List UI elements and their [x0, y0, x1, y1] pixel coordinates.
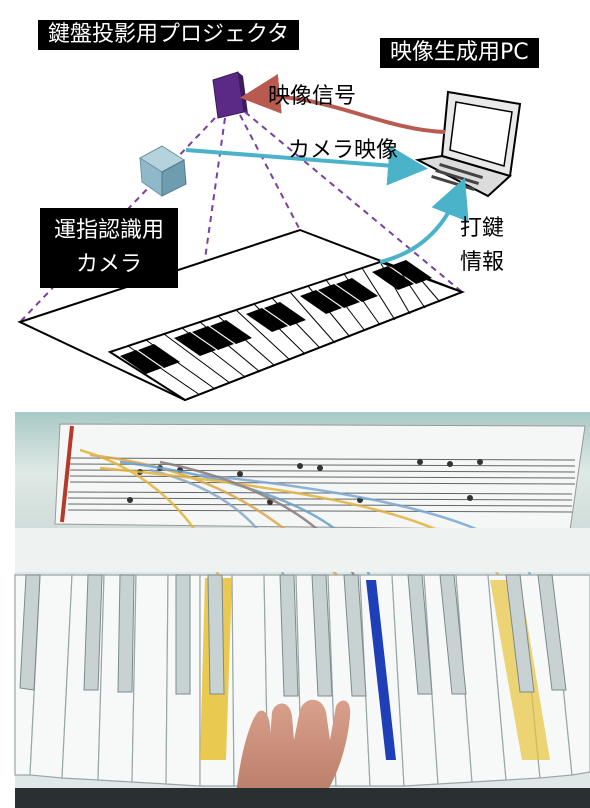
piano-keyboard — [107, 260, 465, 402]
projector-label: 鍵盤投影用プロジェクタ — [38, 20, 300, 50]
video-signal-arrow — [240, 74, 446, 134]
keystroke-label-line2: 情報 — [460, 250, 505, 275]
camera-video-arrow — [185, 145, 428, 186]
hand-photo — [235, 699, 351, 808]
photo-piano-projection — [14, 412, 590, 808]
camera-label: 運指認識用 カメラ — [40, 208, 179, 288]
keystroke-arrow — [379, 177, 469, 264]
pc-label: 映像生成用PC — [380, 38, 539, 68]
camera-label-line2: カメラ — [76, 252, 143, 277]
keystroke-label: 打鍵 情報 — [460, 212, 504, 280]
video-signal-label: 映像信号 — [268, 84, 357, 109]
projection-lines — [19, 111, 463, 401]
camera-label-line1: 運指認識用 — [54, 218, 165, 243]
projector-icon — [212, 71, 248, 119]
laptop-icon — [414, 90, 522, 198]
camera-video-label: カメラ映像 — [288, 138, 399, 163]
keystroke-label-line1: 打鍵 — [460, 216, 505, 241]
camera-icon — [139, 145, 187, 197]
